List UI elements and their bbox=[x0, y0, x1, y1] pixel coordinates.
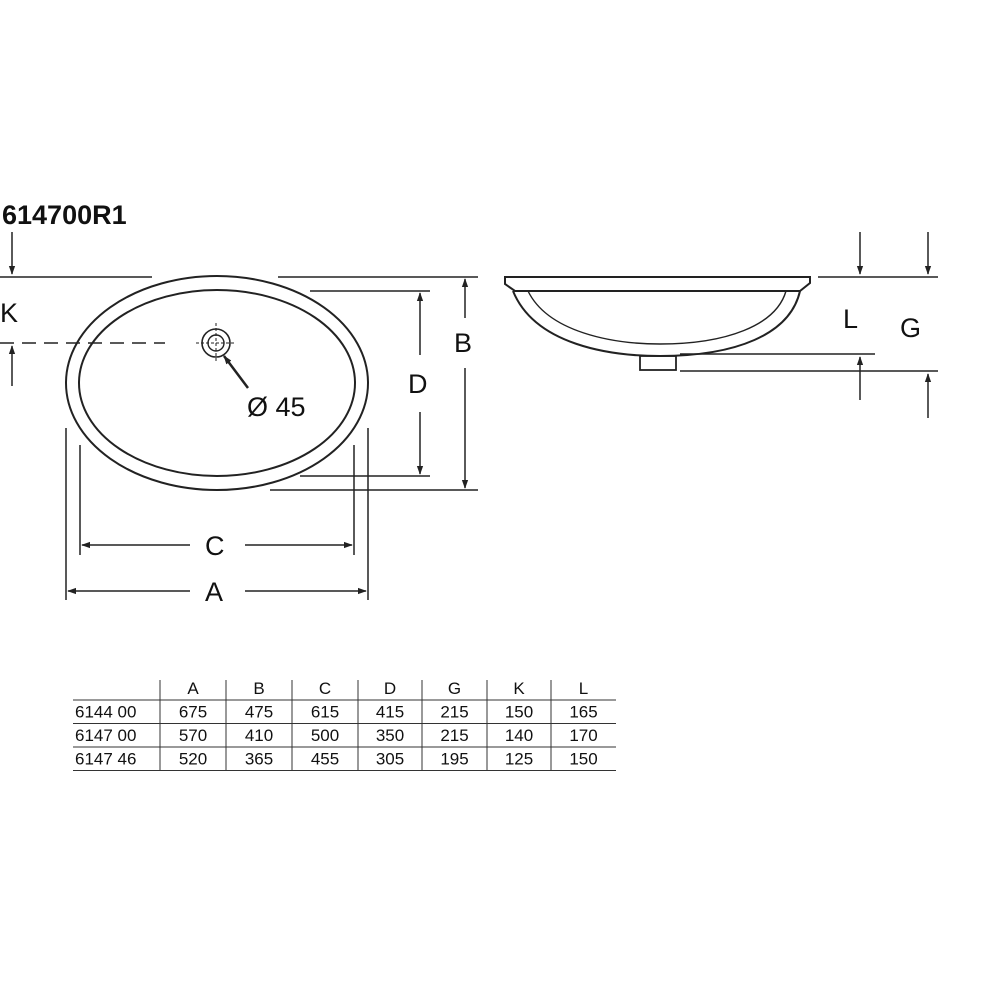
table-header-k: K bbox=[513, 679, 525, 698]
table-cell: 500 bbox=[311, 726, 339, 745]
table-cell: 150 bbox=[569, 750, 597, 769]
table-header-a: A bbox=[187, 679, 199, 698]
table-header-c: C bbox=[319, 679, 331, 698]
table-cell: 350 bbox=[376, 726, 404, 745]
l-label: L bbox=[843, 304, 858, 334]
drain-diameter-label: Ø 45 bbox=[247, 392, 306, 422]
table-cell: 615 bbox=[311, 703, 339, 722]
table-header-g: G bbox=[448, 679, 461, 698]
basin-inner-bowl bbox=[78, 289, 356, 477]
drain-icon bbox=[196, 323, 236, 363]
k-label: K bbox=[0, 298, 18, 328]
table-cell: 150 bbox=[505, 703, 533, 722]
table-cell: 305 bbox=[376, 750, 404, 769]
table-cell: 410 bbox=[245, 726, 273, 745]
model-code-title: 614700R1 bbox=[2, 200, 127, 230]
c-label: C bbox=[205, 531, 225, 561]
b-label: B bbox=[454, 328, 472, 358]
table-cell: 215 bbox=[440, 703, 468, 722]
table-cell: 475 bbox=[245, 703, 273, 722]
dimension-table: A B C D G K L 6144 00 675 475 615 415 215 150 165 6147 … bbox=[73, 679, 616, 771]
table-header-l: L bbox=[579, 679, 588, 698]
table-cell: 140 bbox=[505, 726, 533, 745]
drain-outlet-stub bbox=[639, 355, 677, 371]
drain-leader-line bbox=[223, 355, 249, 389]
table-cell: 520 bbox=[179, 750, 207, 769]
k-dimension bbox=[0, 232, 165, 386]
table-cell: 165 bbox=[569, 703, 597, 722]
basin-side-bowl bbox=[512, 290, 801, 358]
table-cell: 215 bbox=[440, 726, 468, 745]
basin-outer-rim bbox=[65, 275, 369, 491]
g-label: G bbox=[900, 313, 921, 343]
table-row-model: 6147 46 bbox=[75, 750, 136, 769]
table-header-b: B bbox=[253, 679, 264, 698]
table-cell: 365 bbox=[245, 750, 273, 769]
top-view bbox=[65, 275, 369, 491]
side-view bbox=[504, 276, 811, 371]
table-cell: 195 bbox=[440, 750, 468, 769]
table-header-d: D bbox=[384, 679, 396, 698]
table-cell: 570 bbox=[179, 726, 207, 745]
d-label: D bbox=[408, 369, 428, 399]
table-cell: 125 bbox=[505, 750, 533, 769]
table-cell: 675 bbox=[179, 703, 207, 722]
a-label: A bbox=[205, 577, 223, 607]
table-cell: 455 bbox=[311, 750, 339, 769]
table-row-model: 6144 00 bbox=[75, 703, 136, 722]
basin-side-rim bbox=[504, 276, 811, 292]
table-cell: 170 bbox=[569, 726, 597, 745]
table-cell: 415 bbox=[376, 703, 404, 722]
table-row-model: 6147 00 bbox=[75, 726, 136, 745]
